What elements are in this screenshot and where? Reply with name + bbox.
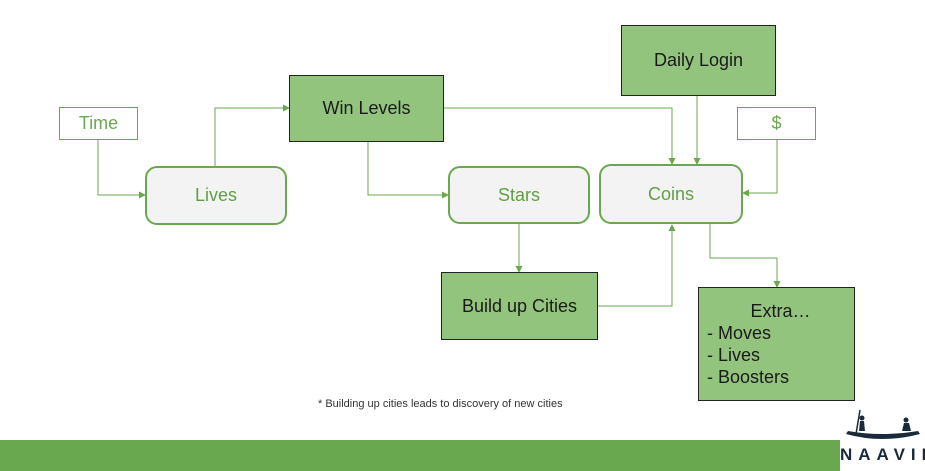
connector-win-levels-to-stars bbox=[367, 142, 449, 199]
node-lives: Lives bbox=[145, 166, 287, 225]
footnote: * Building up cities leads to discovery … bbox=[318, 398, 563, 410]
node-extra-item: - Lives bbox=[707, 345, 761, 365]
connector-time-to-lives bbox=[97, 140, 146, 199]
connector-dollar-to-coins bbox=[742, 140, 778, 197]
node-extra-item: - Moves bbox=[707, 323, 772, 343]
connector-coins-to-extra bbox=[709, 224, 781, 288]
node-extra: Extra… - Moves - Lives - Boosters bbox=[698, 287, 855, 401]
node-stars: Stars bbox=[448, 166, 590, 224]
logo-text: NAAVIK bbox=[840, 445, 925, 464]
connector-build-to-coins bbox=[598, 224, 676, 307]
node-win-levels: Win Levels bbox=[289, 75, 444, 142]
canoe-icon bbox=[846, 409, 920, 439]
node-stars-label: Stars bbox=[497, 184, 540, 205]
node-daily-login: Daily Login bbox=[621, 25, 776, 96]
connector-lives-to-win-levels bbox=[214, 104, 290, 166]
naavik-logo: NAAVIK bbox=[840, 404, 925, 471]
node-dollar-label: $ bbox=[771, 113, 782, 133]
node-time-label: Time bbox=[78, 113, 119, 133]
node-win-levels-label: Win Levels bbox=[322, 98, 411, 118]
footer-bar bbox=[0, 440, 925, 471]
node-coins-label: Coins bbox=[647, 183, 695, 204]
node-build-up-cities: Build up Cities bbox=[441, 272, 598, 340]
node-dollar: $ bbox=[737, 107, 816, 140]
node-build-up-cities-label: Build up Cities bbox=[461, 295, 578, 316]
node-time: Time bbox=[59, 107, 138, 140]
node-coins: Coins bbox=[599, 164, 743, 224]
node-daily-login-label: Daily Login bbox=[653, 50, 744, 70]
node-extra-item: - Boosters bbox=[707, 367, 790, 387]
node-lives-label: Lives bbox=[194, 185, 238, 205]
node-extra-title: Extra… bbox=[750, 301, 811, 321]
connector-win-levels-to-coins bbox=[444, 107, 676, 165]
